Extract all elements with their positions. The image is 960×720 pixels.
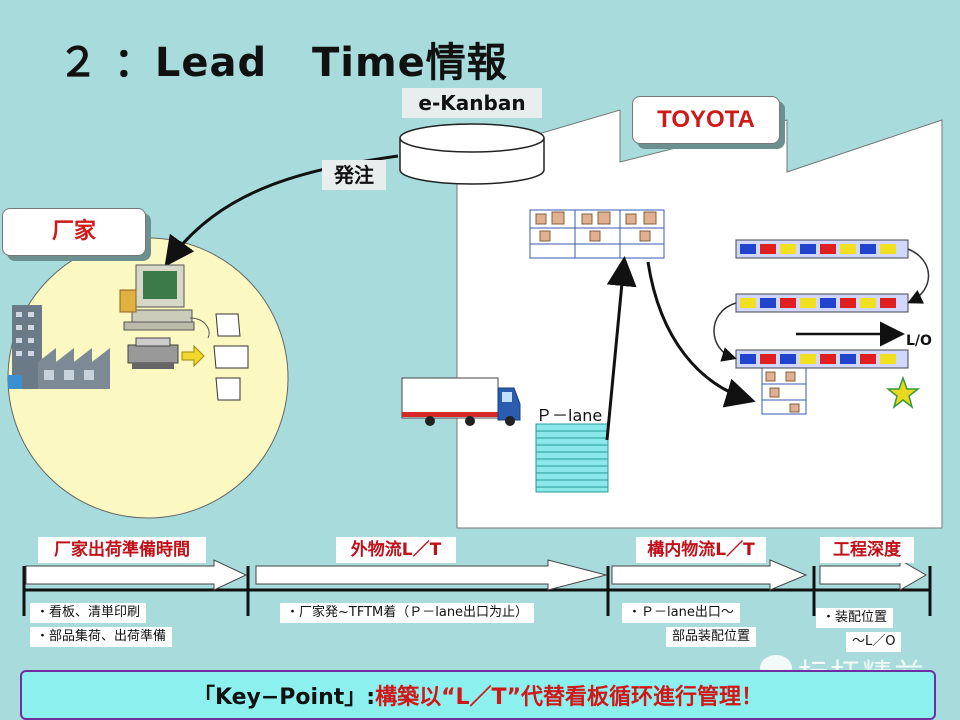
timeline-arrow-3 <box>611 559 808 591</box>
computer-icon <box>119 264 210 339</box>
note-collect-parts: ・部品集荷、出荷準備 <box>30 627 173 647</box>
line-connector-left <box>713 302 737 362</box>
note-print-kanban: ・看板、清単印刷 <box>30 603 147 623</box>
timeline-arrow-1 <box>25 559 248 591</box>
key-point-prefix: 「Key−Point」: <box>192 685 376 710</box>
timeline-arrow-2 <box>255 559 608 591</box>
stage-supplier-prep: 厂家出荷準備時間 <box>38 537 206 563</box>
lo-label: L/O <box>906 333 932 349</box>
printer-output-arrow <box>181 344 205 368</box>
note-supplier-to-tftm: ・厂家発~TFTM着（Ｐ－lane出口为止） <box>280 603 535 623</box>
shelf-to-line-arrow <box>646 261 756 408</box>
document-icons <box>213 313 249 401</box>
p-lane-stack <box>535 423 609 493</box>
stage-internal-logistics: 構内物流L／T <box>636 537 766 563</box>
note-assembly-pos: ・装配位置 <box>816 608 894 628</box>
key-point-text: 構築以“L／T”代替看板循环進行管理！ <box>375 685 764 710</box>
parts-shelf-top <box>529 209 665 259</box>
p-lane-to-shelf-arrow <box>605 256 637 441</box>
assembly-line-1 <box>735 239 909 259</box>
supplier-buildings-icon <box>8 305 110 389</box>
supplier-label: 厂家 <box>2 208 146 256</box>
p-lane-label: Ｐ－lane <box>536 406 603 425</box>
star-icon <box>885 375 921 409</box>
line-connector-right <box>907 248 930 304</box>
key-point-banner: 「Key−Point」: 構築以“L／T”代替看板循环進行管理！ <box>20 670 936 720</box>
truck-icon <box>401 377 521 426</box>
ekanban-database-icon <box>399 123 545 185</box>
page-title: ２ ：Lead Time情報 <box>58 40 508 86</box>
assembly-line-2 <box>735 293 909 313</box>
assembly-line-3 <box>735 349 909 369</box>
stage-external-logistics: 外物流L／T <box>336 537 456 563</box>
printer-icon <box>127 337 179 369</box>
stage-process-depth: 工程深度 <box>820 537 914 563</box>
note-to-lo: ～L／O <box>846 632 902 652</box>
timeline-arrow-4 <box>819 559 928 591</box>
note-p-lane-exit: ・Ｐ－lane出口～ <box>622 603 740 623</box>
note-assembly-position: 部品装配位置 <box>666 627 757 647</box>
timeline-ticks <box>22 566 932 616</box>
toyota-label: TOYOTA <box>632 96 780 144</box>
ekanban-label: e-Kanban <box>402 88 542 118</box>
order-label: 発注 <box>322 160 386 190</box>
